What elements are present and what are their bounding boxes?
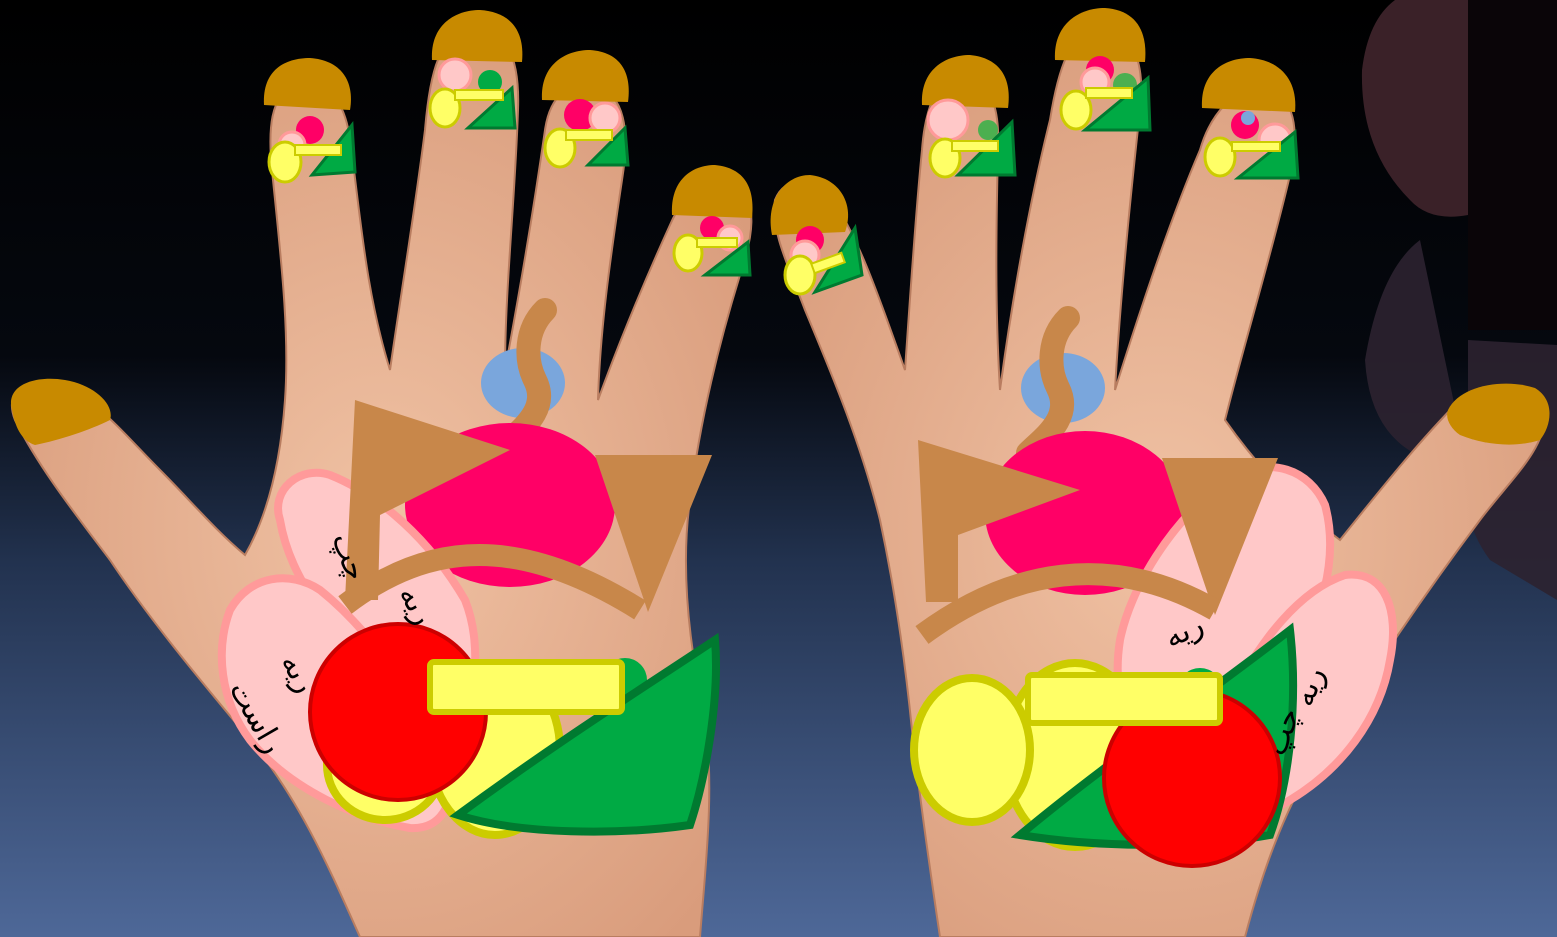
tip-bar [1086,88,1132,98]
tip-lung [590,103,620,133]
tip-bar [455,90,503,100]
right-yellow-bar [1028,675,1220,723]
background-dark-panel [1468,0,1557,330]
tip-yellow [785,256,815,294]
right-kidney-yellow [914,678,1030,822]
tip-bar [697,238,737,247]
tip-bar [952,141,998,151]
left-yellow-bar [430,662,622,712]
tip-blue-dot [1241,111,1255,125]
tip-yellow [1205,138,1235,176]
tip-bar [1232,142,1280,151]
tip-bar [295,145,341,155]
tip-lung [928,100,968,140]
tip-bar [566,130,612,140]
tip-heart [439,59,471,91]
